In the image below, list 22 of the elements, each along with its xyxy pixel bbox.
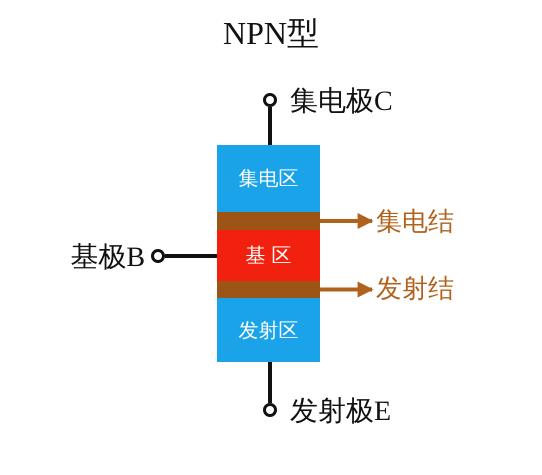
terminal-label: 基极B: [70, 241, 145, 275]
arrow: [320, 282, 374, 298]
terminal-circle: [263, 93, 277, 107]
junction-label: 发射结: [376, 272, 454, 306]
terminal-label: 发射极E: [290, 395, 392, 429]
title: NPN型: [222, 14, 320, 53]
emitter-region: [217, 298, 320, 362]
terminal-label: 集电极C: [290, 85, 393, 119]
lead-wire: [268, 362, 272, 403]
junction-band: [217, 212, 320, 230]
region-label: 基 区: [245, 242, 292, 269]
lead-wire: [165, 254, 217, 258]
junction-band: [217, 281, 320, 298]
lead-wire: [268, 107, 272, 145]
region-label: 集电区: [238, 165, 298, 192]
arrow: [320, 213, 374, 229]
region-label: 发射区: [238, 316, 298, 344]
collector-region: [217, 145, 320, 212]
base-region: [217, 230, 320, 281]
terminal-circle: [151, 249, 165, 263]
terminal-circle: [263, 403, 277, 417]
junction-label: 集电结: [376, 206, 454, 238]
